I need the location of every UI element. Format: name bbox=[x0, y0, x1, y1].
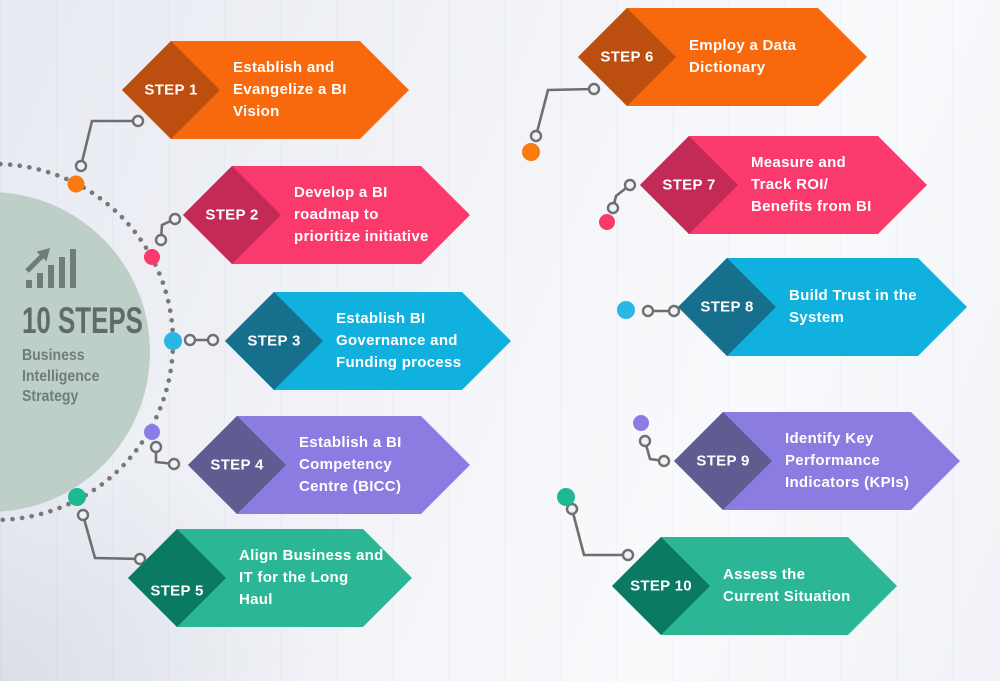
step-9-label: STEP 9 bbox=[696, 452, 750, 470]
step-1-banner: STEP 1 Establish and Evangelize a BI Vis… bbox=[122, 41, 409, 139]
step-4-label: STEP 4 bbox=[210, 456, 264, 474]
step-1-accent-dot bbox=[67, 175, 85, 193]
step-2-description: Develop a BI roadmap to prioritize initi… bbox=[294, 184, 429, 245]
step-1-description: Establish and Evangelize a BI Vision bbox=[233, 59, 347, 120]
step-3-accent-dot bbox=[164, 332, 182, 350]
step-3-connector bbox=[183, 333, 220, 347]
step-6-connector bbox=[529, 82, 601, 143]
step-6-accent-dot bbox=[522, 143, 540, 161]
step-7-accent-dot bbox=[599, 214, 615, 230]
step-2-accent-dot bbox=[144, 249, 160, 265]
step-2-label: STEP 2 bbox=[205, 206, 259, 224]
step-7-description: Measure and Track ROI/ Benefits from BI bbox=[751, 154, 872, 215]
step-8-banner: STEP 8 Build Trust in the System bbox=[678, 258, 967, 356]
step-5-label: STEP 5 bbox=[150, 582, 204, 600]
step-5-connector bbox=[76, 508, 147, 566]
step-5-banner: STEP 5 Align Business and IT for the Lon… bbox=[128, 529, 412, 627]
step-9-description: Identify Key Performance Indicators (KPI… bbox=[785, 430, 910, 491]
step-8-connector bbox=[641, 304, 681, 318]
step-3-banner: STEP 3 Establish BI Governance and Fundi… bbox=[225, 292, 511, 390]
step-9-accent-dot bbox=[633, 415, 649, 431]
step-10-description: Assess the Current Situation bbox=[723, 566, 851, 605]
step-7-connector bbox=[606, 178, 637, 215]
step-7-banner: STEP 7 Measure and Track ROI/ Benefits f… bbox=[640, 136, 927, 234]
step-5-accent-dot bbox=[68, 488, 86, 506]
step-9-banner: STEP 9 Identify Key Performance Indicato… bbox=[674, 412, 960, 510]
step-9-connector bbox=[638, 434, 671, 468]
step-6-banner: STEP 6 Employ a Data Dictionary bbox=[578, 8, 867, 106]
step-10-label: STEP 10 bbox=[630, 577, 692, 595]
step-5-description: Align Business and IT for the Long Haul bbox=[239, 547, 384, 608]
step-4-accent-dot bbox=[144, 424, 160, 440]
step-4-connector bbox=[149, 440, 181, 471]
step-3-description: Establish BI Governance and Funding proc… bbox=[336, 310, 462, 371]
step-6-label: STEP 6 bbox=[600, 48, 654, 66]
step-1-connector bbox=[74, 114, 145, 173]
step-8-accent-dot bbox=[617, 301, 635, 319]
step-6-description: Employ a Data Dictionary bbox=[689, 37, 797, 76]
step-10-connector bbox=[565, 502, 635, 562]
step-8-label: STEP 8 bbox=[700, 298, 754, 316]
step-8-description: Build Trust in the System bbox=[789, 287, 917, 326]
step-7-label: STEP 7 bbox=[662, 176, 716, 194]
hub-circle bbox=[0, 192, 150, 512]
step-2-banner: STEP 2 Develop a BI roadmap to prioritiz… bbox=[183, 166, 470, 264]
step-3-label: STEP 3 bbox=[247, 332, 301, 350]
growth-bar-chart-icon bbox=[25, 248, 76, 288]
step-10-banner: STEP 10 Assess the Current Situation bbox=[612, 537, 897, 635]
hub-subtitle: Business Intelligence Strategy bbox=[22, 347, 100, 405]
step-10-accent-dot bbox=[557, 488, 575, 506]
step-4-description: Establish a BI Competency Centre (BICC) bbox=[299, 434, 402, 495]
step-2-connector bbox=[154, 212, 182, 247]
hub-title: 10 STEPS bbox=[22, 300, 143, 341]
step-1-label: STEP 1 bbox=[144, 81, 198, 99]
step-4-banner: STEP 4 Establish a BI Competency Centre … bbox=[188, 416, 470, 514]
